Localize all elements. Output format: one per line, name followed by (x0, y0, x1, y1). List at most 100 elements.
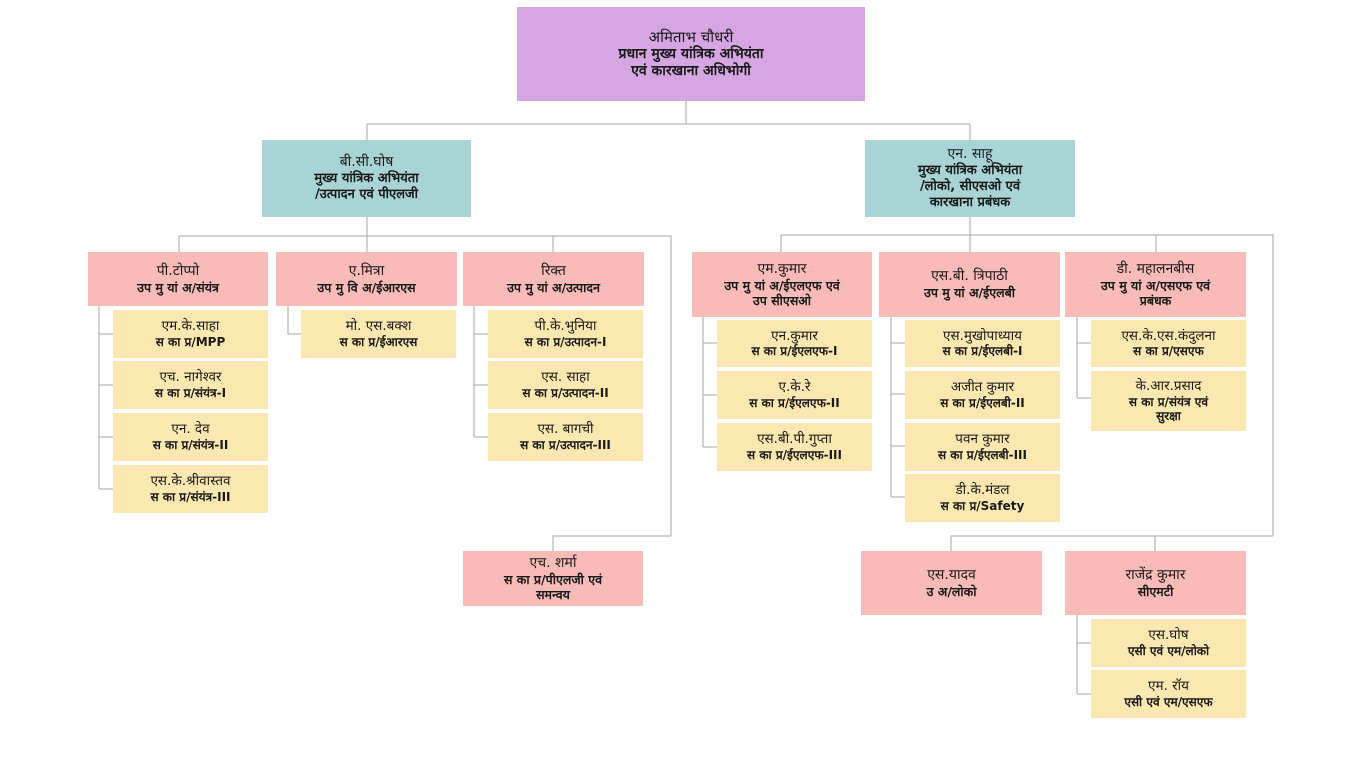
node-name: एस. बागची (537, 421, 594, 438)
node-n-sahu: एन. साहू मुख्य यांत्रिक अभियंता /लोको, स… (865, 140, 1075, 217)
node-title: एसी एवं एम/एसएफ (1124, 694, 1213, 709)
node-title: उप मु यां अ/ईएलबी (924, 285, 1015, 301)
node-title: उप सीएसओ (752, 293, 812, 309)
node-name: एम.कुमार (757, 260, 807, 277)
node-title: स का प्र/ईएलबी-I (942, 344, 1023, 359)
node-name: अमिताभ चौधरी (648, 27, 734, 46)
node-s-baksh: मो. एस.बक्श स का प्र/ईआरएस (301, 310, 456, 358)
node-s-mukhopadhyay: एस.मुखोपाध्याय स का प्र/ईएलबी-I (905, 320, 1060, 367)
node-pk-bhuniya: पी.के.भुनिया स का प्र/उत्पादन-I (488, 310, 643, 358)
node-sb-tripathi: एस.बी. त्रिपाठी उप मु यां अ/ईएलबी (879, 252, 1060, 317)
node-title: स का प्र/संयंत्र-II (152, 437, 229, 452)
node-mk-saha: एम.के.साहा स का प्र/MPP (113, 310, 268, 358)
node-title: मुख्य यांत्रिक अभियंता (917, 163, 1023, 179)
node-name: एम.के.साहा (161, 318, 220, 335)
node-title: उ अ/लोको (926, 583, 977, 599)
node-name: ए.के.रे (778, 379, 811, 396)
node-title: एवं कारखाना अधिभोगी (631, 63, 751, 80)
node-name: एन.कुमार (771, 327, 818, 344)
node-title: स का प्र/ईएलएफ-II (749, 395, 840, 410)
node-name: पी.टोप्पो (156, 262, 200, 279)
node-title: उप मु यां अ/ईएलएफ एवं (724, 277, 840, 293)
node-name: एन. साहू (947, 146, 993, 163)
node-s-ghosh: एस.घोष एसी एवं एम/लोको (1091, 619, 1246, 667)
node-title: स का प्र/संयंत्र-I (154, 385, 227, 400)
node-pawan-kumar: पवन कुमार स का प्र/ईएलबी-III (905, 423, 1060, 471)
node-d-mahalanobis: डी. महालनबीस उप मु यां अ/एसएफ एवं प्रबंध… (1065, 252, 1246, 317)
node-name: एन. देव (171, 421, 210, 438)
node-sbp-gupta: एस.बी.पी.गुप्ता स का प्र/ईएलएफ-III (717, 423, 872, 471)
node-s-yadav: एस.यादव उ अ/लोको (861, 551, 1042, 615)
node-name: डी. महालनबीस (1116, 260, 1195, 277)
node-title: प्रधान मुख्य यांत्रिक अभियंता (618, 46, 764, 63)
node-title: स का प्र/उत्पादन-III (520, 437, 611, 452)
node-ajit-kumar: अजीत कुमार स का प्र/ईएलबी-II (905, 371, 1060, 419)
node-title: स का प्र/ईएलएफ-III (747, 447, 842, 462)
node-title: /उत्पादन एवं पीएलजी (314, 187, 419, 203)
node-sks-kandulna: एस.के.एस.कंदुलना स का प्र/एसएफ (1091, 320, 1246, 367)
node-title: एसी एवं एम/लोको (1127, 643, 1210, 658)
node-name: मो. एस.बक्श (345, 318, 412, 335)
node-name: पी.के.भुनिया (534, 318, 597, 335)
node-name: पवन कुमार (955, 431, 1010, 448)
node-title: उप मु वि अ/ईआरएस (317, 279, 416, 295)
node-m-kumar: एम.कुमार उप मु यां अ/ईएलएफ एवं उप सीएसओ (692, 252, 872, 317)
node-s-saha: एस. साहा स का प्र/उत्पादन-II (488, 361, 643, 409)
node-kr-prasad: के.आर.प्रसाद स का प्र/संयंत्र एवं सुरक्ष… (1091, 371, 1246, 431)
node-name: एस.बी.पी.गुप्ता (757, 431, 832, 448)
node-rajendra-kumar: राजेंद्र कुमार सीएमटी (1065, 551, 1246, 615)
node-name: एम. रॉय (1148, 678, 1189, 695)
node-title: स का प्र/ईआरएस (339, 334, 418, 349)
node-name: एच. नागेश्वर (159, 369, 222, 386)
node-name: के.आर.प्रसाद (1135, 378, 1202, 395)
node-title: स का प्र/ईएलएफ-I (751, 344, 838, 359)
node-title: कारखाना प्रबंधक (929, 194, 1011, 210)
node-name: बी.सी.घोष (339, 154, 394, 171)
node-name: डी.के.मंडल (955, 482, 1010, 499)
node-title: स का प्र/उत्पादन-I (524, 334, 607, 349)
node-h-sharma: एच. शर्मा स का प्र/पीएलजी एवं समन्वय (463, 551, 643, 606)
node-name: एस.यादव (927, 566, 976, 583)
node-ak-re: ए.के.रे स का प्र/ईएलएफ-II (717, 371, 872, 419)
node-rikt: रिक्त उप मु यां अ/उत्पादन (463, 252, 644, 306)
node-title: उप मु यां अ/संयंत्र (137, 279, 219, 295)
node-title: स का प्र/पीएलजी एवं (503, 571, 603, 587)
node-s-bagchi: एस. बागची स का प्र/उत्पादन-III (488, 413, 643, 461)
node-name: रिक्त (541, 262, 566, 279)
node-title: /लोको, सीएसओ एवं (919, 179, 1021, 195)
node-title: समन्वय (536, 587, 570, 603)
node-root-amitabh-chaudhari: अमिताभ चौधरी प्रधान मुख्य यांत्रिक अभियं… (517, 7, 865, 101)
node-title: प्रबंधक (1139, 293, 1172, 309)
node-a-mitra: ए.मित्रा उप मु वि अ/ईआरएस (276, 252, 457, 306)
node-title: स का प्र/संयंत्र-III (150, 489, 231, 504)
node-name: एस. साहा (541, 369, 590, 386)
node-sk-srivastava: एस.के.श्रीवास्तव स का प्र/संयंत्र-III (113, 465, 268, 513)
node-title: सीएमटी (1137, 583, 1174, 599)
node-name: एस.बी. त्रिपाठी (931, 268, 1008, 285)
node-title: स का प्र/MPP (155, 334, 226, 349)
node-m-roy: एम. रॉय एसी एवं एम/एसएफ (1091, 670, 1246, 718)
node-title: उप मु यां अ/उत्पादन (507, 279, 600, 295)
node-dk-mandal: डी.के.मंडल स का प्र/Safety (905, 474, 1060, 522)
node-title: स का प्र/संयंत्र एवं (1128, 394, 1209, 409)
node-name: एच. शर्मा (529, 554, 577, 571)
node-name: एस.मुखोपाध्याय (943, 327, 1022, 344)
node-name: एस.के.श्रीवास्तव (150, 473, 231, 490)
node-title: स का प्र/एसएफ (1133, 344, 1204, 359)
node-p-toppo: पी.टोप्पो उप मु यां अ/संयंत्र (88, 252, 268, 306)
node-name: ए.मित्रा (348, 262, 385, 279)
node-name: एस.घोष (1148, 627, 1189, 644)
node-bc-ghosh: बी.सी.घोष मुख्य यांत्रिक अभियंता /उत्पाद… (262, 140, 471, 217)
node-name: अजीत कुमार (950, 379, 1015, 396)
node-name: एस.के.एस.कंदुलना (1121, 327, 1216, 344)
node-title: स का प्र/उत्पादन-II (522, 385, 609, 400)
node-title: उप मु यां अ/एसएफ एवं (1100, 277, 1211, 293)
node-n-dev: एन. देव स का प्र/संयंत्र-II (113, 413, 268, 461)
node-name: राजेंद्र कुमार (1125, 566, 1186, 583)
node-title: स का प्र/Safety (940, 498, 1025, 513)
node-title: स का प्र/ईएलबी-II (940, 395, 1025, 410)
node-h-nageshwar: एच. नागेश्वर स का प्र/संयंत्र-I (113, 361, 268, 409)
node-n-kumar: एन.कुमार स का प्र/ईएलएफ-I (717, 320, 872, 367)
node-title: स का प्र/ईएलबी-III (937, 447, 1027, 462)
